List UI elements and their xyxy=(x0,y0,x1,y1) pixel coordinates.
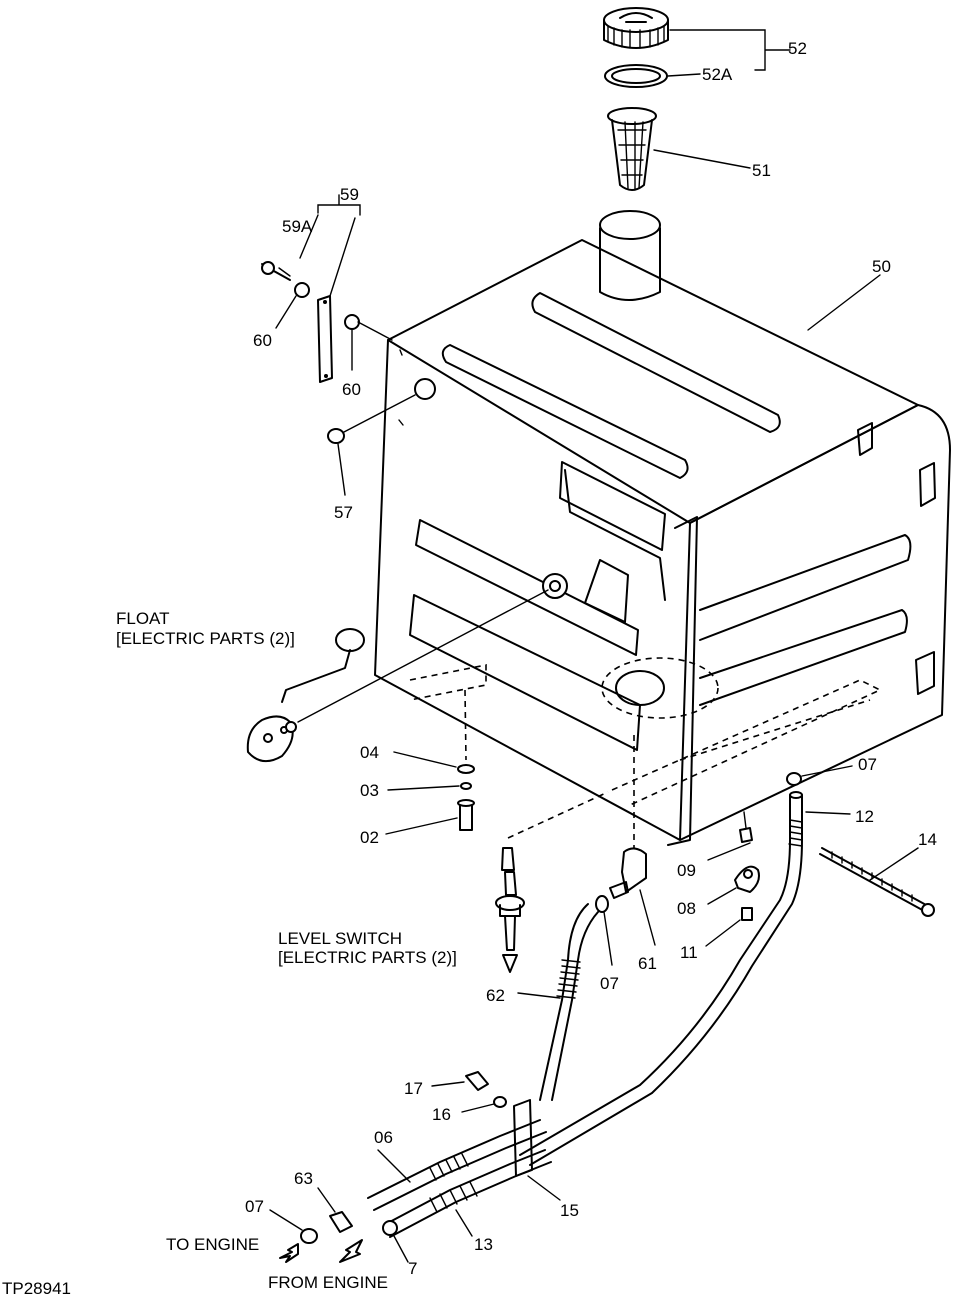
callout-52a: 52A xyxy=(702,65,733,84)
level-switch-note-ref: [ELECTRIC PARTS (2)] xyxy=(278,948,457,967)
callout-11: 11 xyxy=(680,943,698,962)
callout-52: 52 xyxy=(788,39,807,58)
callout-09: 09 xyxy=(677,861,696,880)
callout-59a: 59A xyxy=(282,217,313,236)
callout-57: 57 xyxy=(334,503,353,522)
callout-12: 12 xyxy=(855,807,874,826)
callout-15: 15 xyxy=(560,1201,579,1220)
callout-51: 51 xyxy=(752,161,771,180)
tank-strap-hardware xyxy=(261,194,416,496)
callout-14: 14 xyxy=(918,830,937,849)
hose-bundle-assembly xyxy=(269,1071,561,1263)
callout-13: 13 xyxy=(474,1235,493,1254)
callout-06: 06 xyxy=(374,1128,393,1147)
callout-7: 7 xyxy=(408,1259,417,1278)
callout-07-low: 07 xyxy=(245,1197,264,1216)
to-engine-label: TO ENGINE xyxy=(166,1235,259,1254)
annotation-notes: FLOAT [ELECTRIC PARTS (2)] LEVEL SWITCH … xyxy=(2,609,457,1298)
fuel-tank xyxy=(374,210,951,846)
bolt-washer-stack xyxy=(385,689,475,835)
callout-07-top: 07 xyxy=(858,755,877,774)
return-fitting-and-hose xyxy=(517,735,656,1101)
fuel-strainer xyxy=(607,107,751,191)
callout-labels: 52 52A 51 50 59 59A 60 60 57 04 03 02 07… xyxy=(245,39,937,1278)
from-engine-label: FROM ENGINE xyxy=(268,1273,388,1292)
callout-50: 50 xyxy=(872,257,891,276)
callout-63: 63 xyxy=(294,1169,313,1188)
callout-59: 59 xyxy=(340,185,359,204)
callout-60-right: 60 xyxy=(342,380,361,399)
callout-03: 03 xyxy=(360,781,379,800)
callout-62: 62 xyxy=(486,986,505,1005)
callout-60-left: 60 xyxy=(253,331,272,350)
callout-61: 61 xyxy=(638,954,657,973)
filler-cap-assembly xyxy=(603,7,791,88)
float-assembly xyxy=(246,589,549,763)
float-note-title: FLOAT xyxy=(116,609,170,628)
callout-08: 08 xyxy=(677,899,696,918)
float-note-ref: [ELECTRIC PARTS (2)] xyxy=(116,629,295,648)
callout-04: 04 xyxy=(360,743,379,762)
figure-id: TP28941 xyxy=(2,1279,71,1298)
level-switch xyxy=(495,791,609,973)
level-switch-note-title: LEVEL SWITCH xyxy=(278,929,402,948)
callout-07-mid: 07 xyxy=(600,974,619,993)
callout-17: 17 xyxy=(404,1079,423,1098)
callout-02: 02 xyxy=(360,828,379,847)
callout-16: 16 xyxy=(432,1105,451,1124)
supply-side-hardware xyxy=(519,765,935,1166)
